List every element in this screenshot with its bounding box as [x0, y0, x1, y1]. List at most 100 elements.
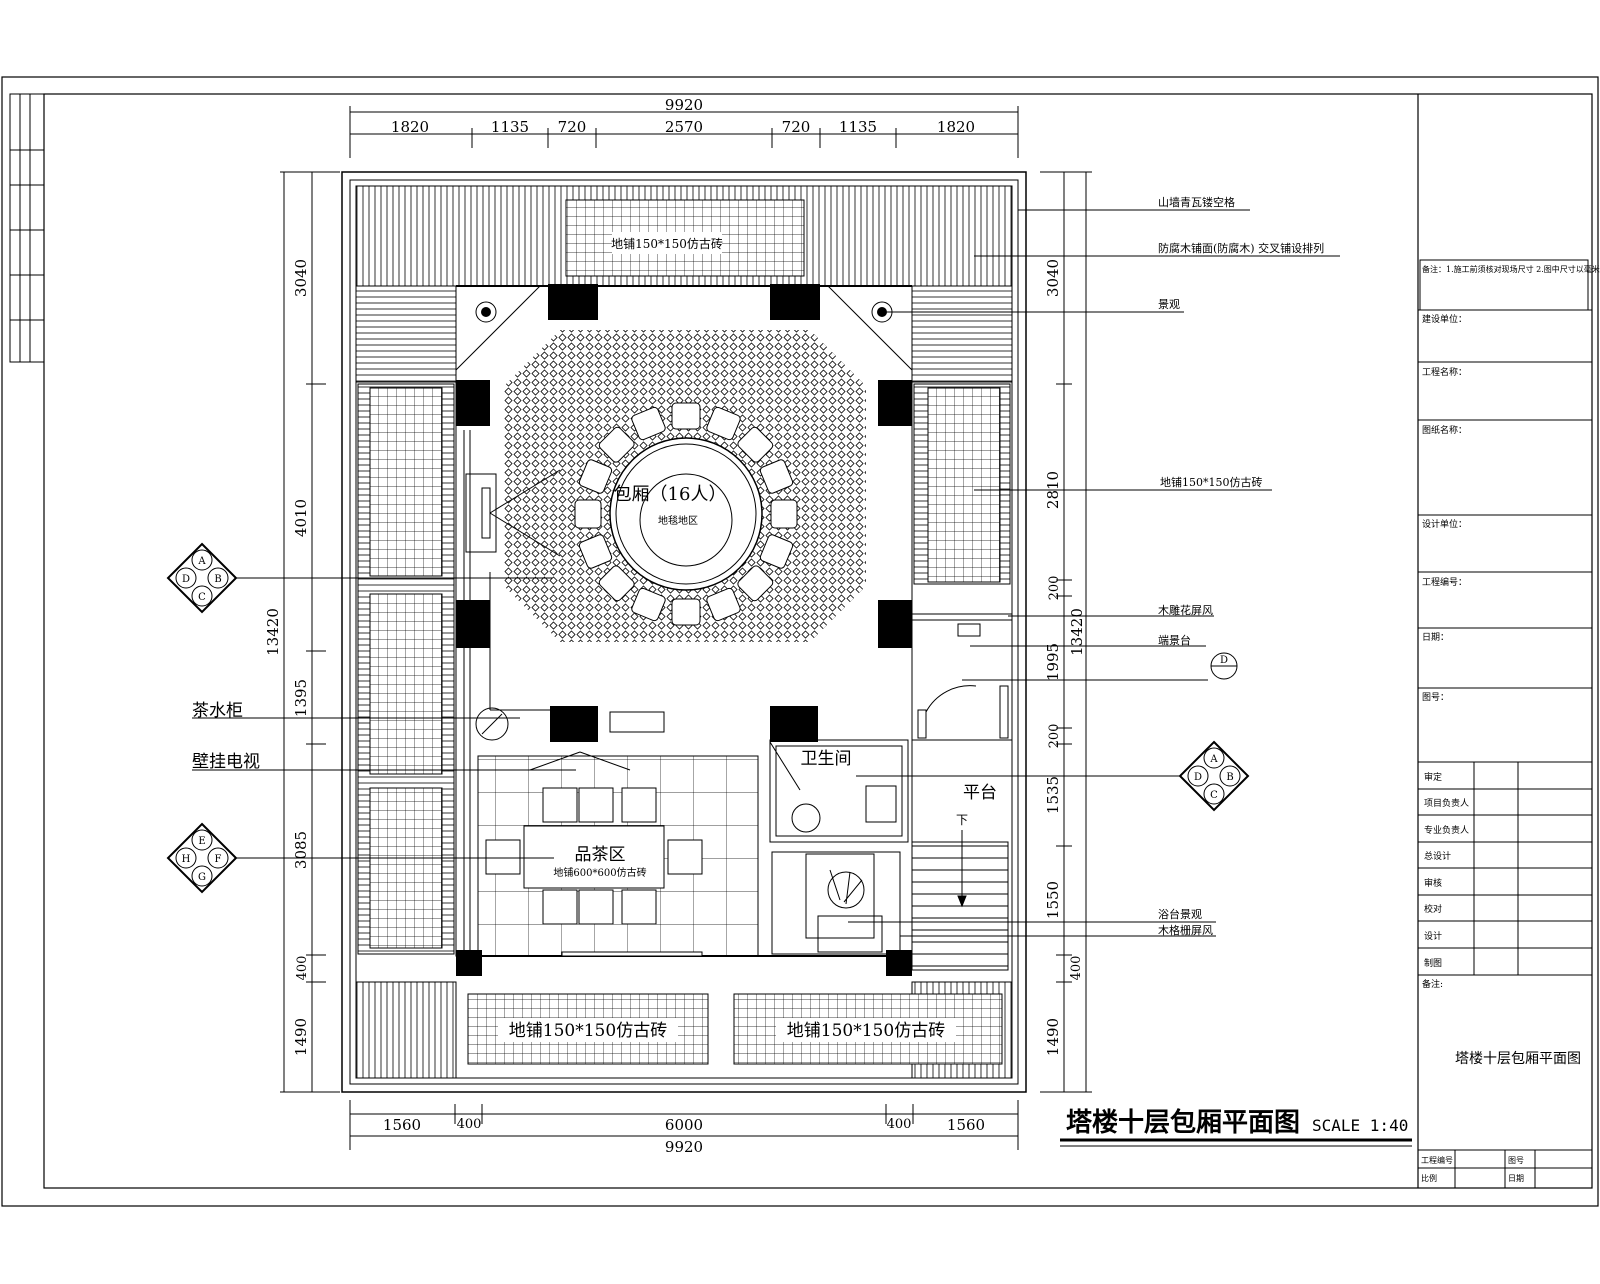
svg-text:400: 400 — [457, 1117, 482, 1132]
svg-text:9920: 9920 — [665, 96, 703, 114]
svg-text:4010: 4010 — [292, 499, 310, 537]
chairs — [574, 402, 798, 626]
chair — [574, 499, 602, 529]
top-dim-labels: 9920 1820 1135 720 2570 720 1135 1820 — [391, 96, 975, 136]
svg-text:1995: 1995 — [1044, 643, 1062, 681]
svg-text:3085: 3085 — [292, 831, 310, 869]
svg-text:制图: 制图 — [1424, 957, 1442, 969]
svg-text:1490: 1490 — [292, 1018, 310, 1056]
svg-text:D: D — [1194, 772, 1202, 783]
svg-text:设计: 设计 — [1424, 930, 1442, 942]
tb-remark: 备注: — [1422, 978, 1443, 990]
tb-row-3: 图纸名称： — [1422, 424, 1467, 436]
chair — [737, 565, 774, 602]
svg-text:A: A — [197, 556, 206, 567]
toilet-room — [769, 739, 909, 955]
svg-text:6000: 6000 — [665, 1116, 703, 1134]
svg-text:400: 400 — [887, 1117, 912, 1132]
sheet-border — [1, 76, 1599, 1207]
callout-floor-tile: 地铺150*150仿古砖 — [1160, 475, 1263, 489]
tb-row-6: 日期： — [1422, 632, 1449, 643]
toilet-label: 卫生间 — [801, 749, 852, 769]
svg-text:A: A — [1209, 754, 1218, 765]
tb-row-7: 图号： — [1422, 692, 1449, 703]
svg-text:1395: 1395 — [292, 679, 310, 717]
drawing-title-text: 塔楼十层包厢平面图 — [1066, 1107, 1300, 1138]
svg-text:200: 200 — [1047, 724, 1062, 749]
tile-panels — [369, 199, 1003, 1065]
svg-text:C: C — [198, 592, 206, 603]
svg-text:200: 200 — [1047, 576, 1062, 601]
svg-text:720: 720 — [558, 118, 587, 136]
chair — [598, 426, 635, 463]
callout-bath-landscape: 浴台景观 — [1158, 907, 1202, 921]
svg-text:校对: 校对 — [1424, 903, 1442, 915]
chair — [770, 499, 798, 529]
bottom-floor-left-label: 地铺150*150仿古砖 — [509, 1021, 667, 1041]
tea-area-label: 品茶区 — [575, 845, 626, 865]
bottom-dim-labels: 1560 400 6000 400 1560 9920 — [383, 1116, 985, 1156]
right-callouts — [848, 209, 1340, 937]
binding-strip — [9, 93, 45, 363]
svg-text:图号: 图号 — [1508, 1156, 1524, 1165]
svg-text:项目负责人: 项目负责人 — [1424, 797, 1469, 809]
svg-text:3040: 3040 — [1044, 259, 1062, 297]
landscape-plant — [805, 853, 883, 953]
svg-text:总设计: 总设计 — [1424, 850, 1451, 862]
svg-text:H: H — [182, 854, 191, 865]
svg-text:审定: 审定 — [1424, 771, 1442, 783]
svg-text:G: G — [198, 872, 206, 883]
callout-gable-tile: 山墙青瓦镂空格 — [1158, 195, 1235, 209]
callout-carved-screen: 木雕花屏风 — [1158, 603, 1213, 617]
chair — [737, 426, 774, 463]
svg-text:1135: 1135 — [839, 118, 877, 136]
svg-text:1560: 1560 — [947, 1116, 985, 1134]
top-floor-label: 地铺150*150仿古砖 — [611, 236, 723, 251]
signature-table: 审定 项目负责人 专业负责人 总设计 审核 校对 设计 制图 — [1418, 762, 1592, 976]
svg-text:13420: 13420 — [1068, 608, 1086, 656]
tea-cabinet — [475, 707, 509, 741]
chair — [631, 587, 666, 622]
svg-text:1535: 1535 — [1044, 776, 1062, 814]
right-dim-labels: 13420 3040 2810 200 1995 200 1535 1550 4… — [1044, 259, 1086, 1056]
callout-grille-screen: 木格栅屏风 — [1158, 923, 1213, 937]
section-symbol-2: E F G H — [166, 822, 238, 894]
chair — [578, 459, 613, 494]
svg-text:1490: 1490 — [1044, 1018, 1062, 1056]
callout-end-table: 端景台 — [1158, 633, 1191, 647]
down-label: 下 — [956, 813, 968, 827]
drawing-title: 塔楼十层包厢平面图 SCALE 1:40 — [1060, 1107, 1412, 1147]
left-dimensions — [280, 171, 340, 1093]
callout-wall-tv: 壁挂电视 — [192, 752, 260, 772]
chair — [759, 534, 794, 569]
left-dim-labels: 13420 3040 4010 1395 3085 400 1490 — [264, 259, 310, 1056]
tb-row-5: 工程编号： — [1422, 576, 1467, 588]
svg-text:工程编号: 工程编号 — [1421, 1155, 1453, 1165]
chair — [706, 406, 741, 441]
chair — [578, 534, 613, 569]
svg-text:日期: 日期 — [1508, 1174, 1524, 1183]
svg-text:B: B — [214, 574, 221, 585]
svg-text:1560: 1560 — [383, 1116, 421, 1134]
svg-text:2570: 2570 — [665, 118, 703, 136]
section-symbol-3: D — [1210, 652, 1238, 680]
svg-text:E: E — [198, 836, 205, 847]
tb-row-1: 建设单位： — [1422, 313, 1467, 325]
svg-text:400: 400 — [1069, 956, 1084, 981]
title-block-notes: 备注：1.施工前须核对现场尺寸 2.图中尺寸以毫米为单位 3.未经许可不得复制 — [1422, 264, 1600, 274]
tea-floor-label: 地铺600*600仿古砖 — [553, 866, 646, 879]
tb-row-4: 设计单位： — [1422, 518, 1467, 530]
svg-text:1135: 1135 — [491, 118, 529, 136]
svg-text:审核: 审核 — [1424, 877, 1442, 889]
drawing-frame — [43, 93, 1593, 1189]
chair — [706, 587, 741, 622]
bottom-dimensions — [349, 1100, 1019, 1150]
tb-row-2: 工程名称： — [1422, 366, 1467, 378]
svg-text:D: D — [182, 574, 190, 585]
chair — [631, 406, 666, 441]
chair — [671, 402, 701, 430]
main-room-label: 包厢（16人） — [614, 484, 727, 505]
svg-text:13420: 13420 — [264, 608, 282, 656]
tv-cabinet — [465, 469, 561, 711]
title-block: 备注：1.施工前须核对现场尺寸 2.图中尺寸以毫米为单位 3.未经许可不得复制 … — [1417, 94, 1600, 1188]
